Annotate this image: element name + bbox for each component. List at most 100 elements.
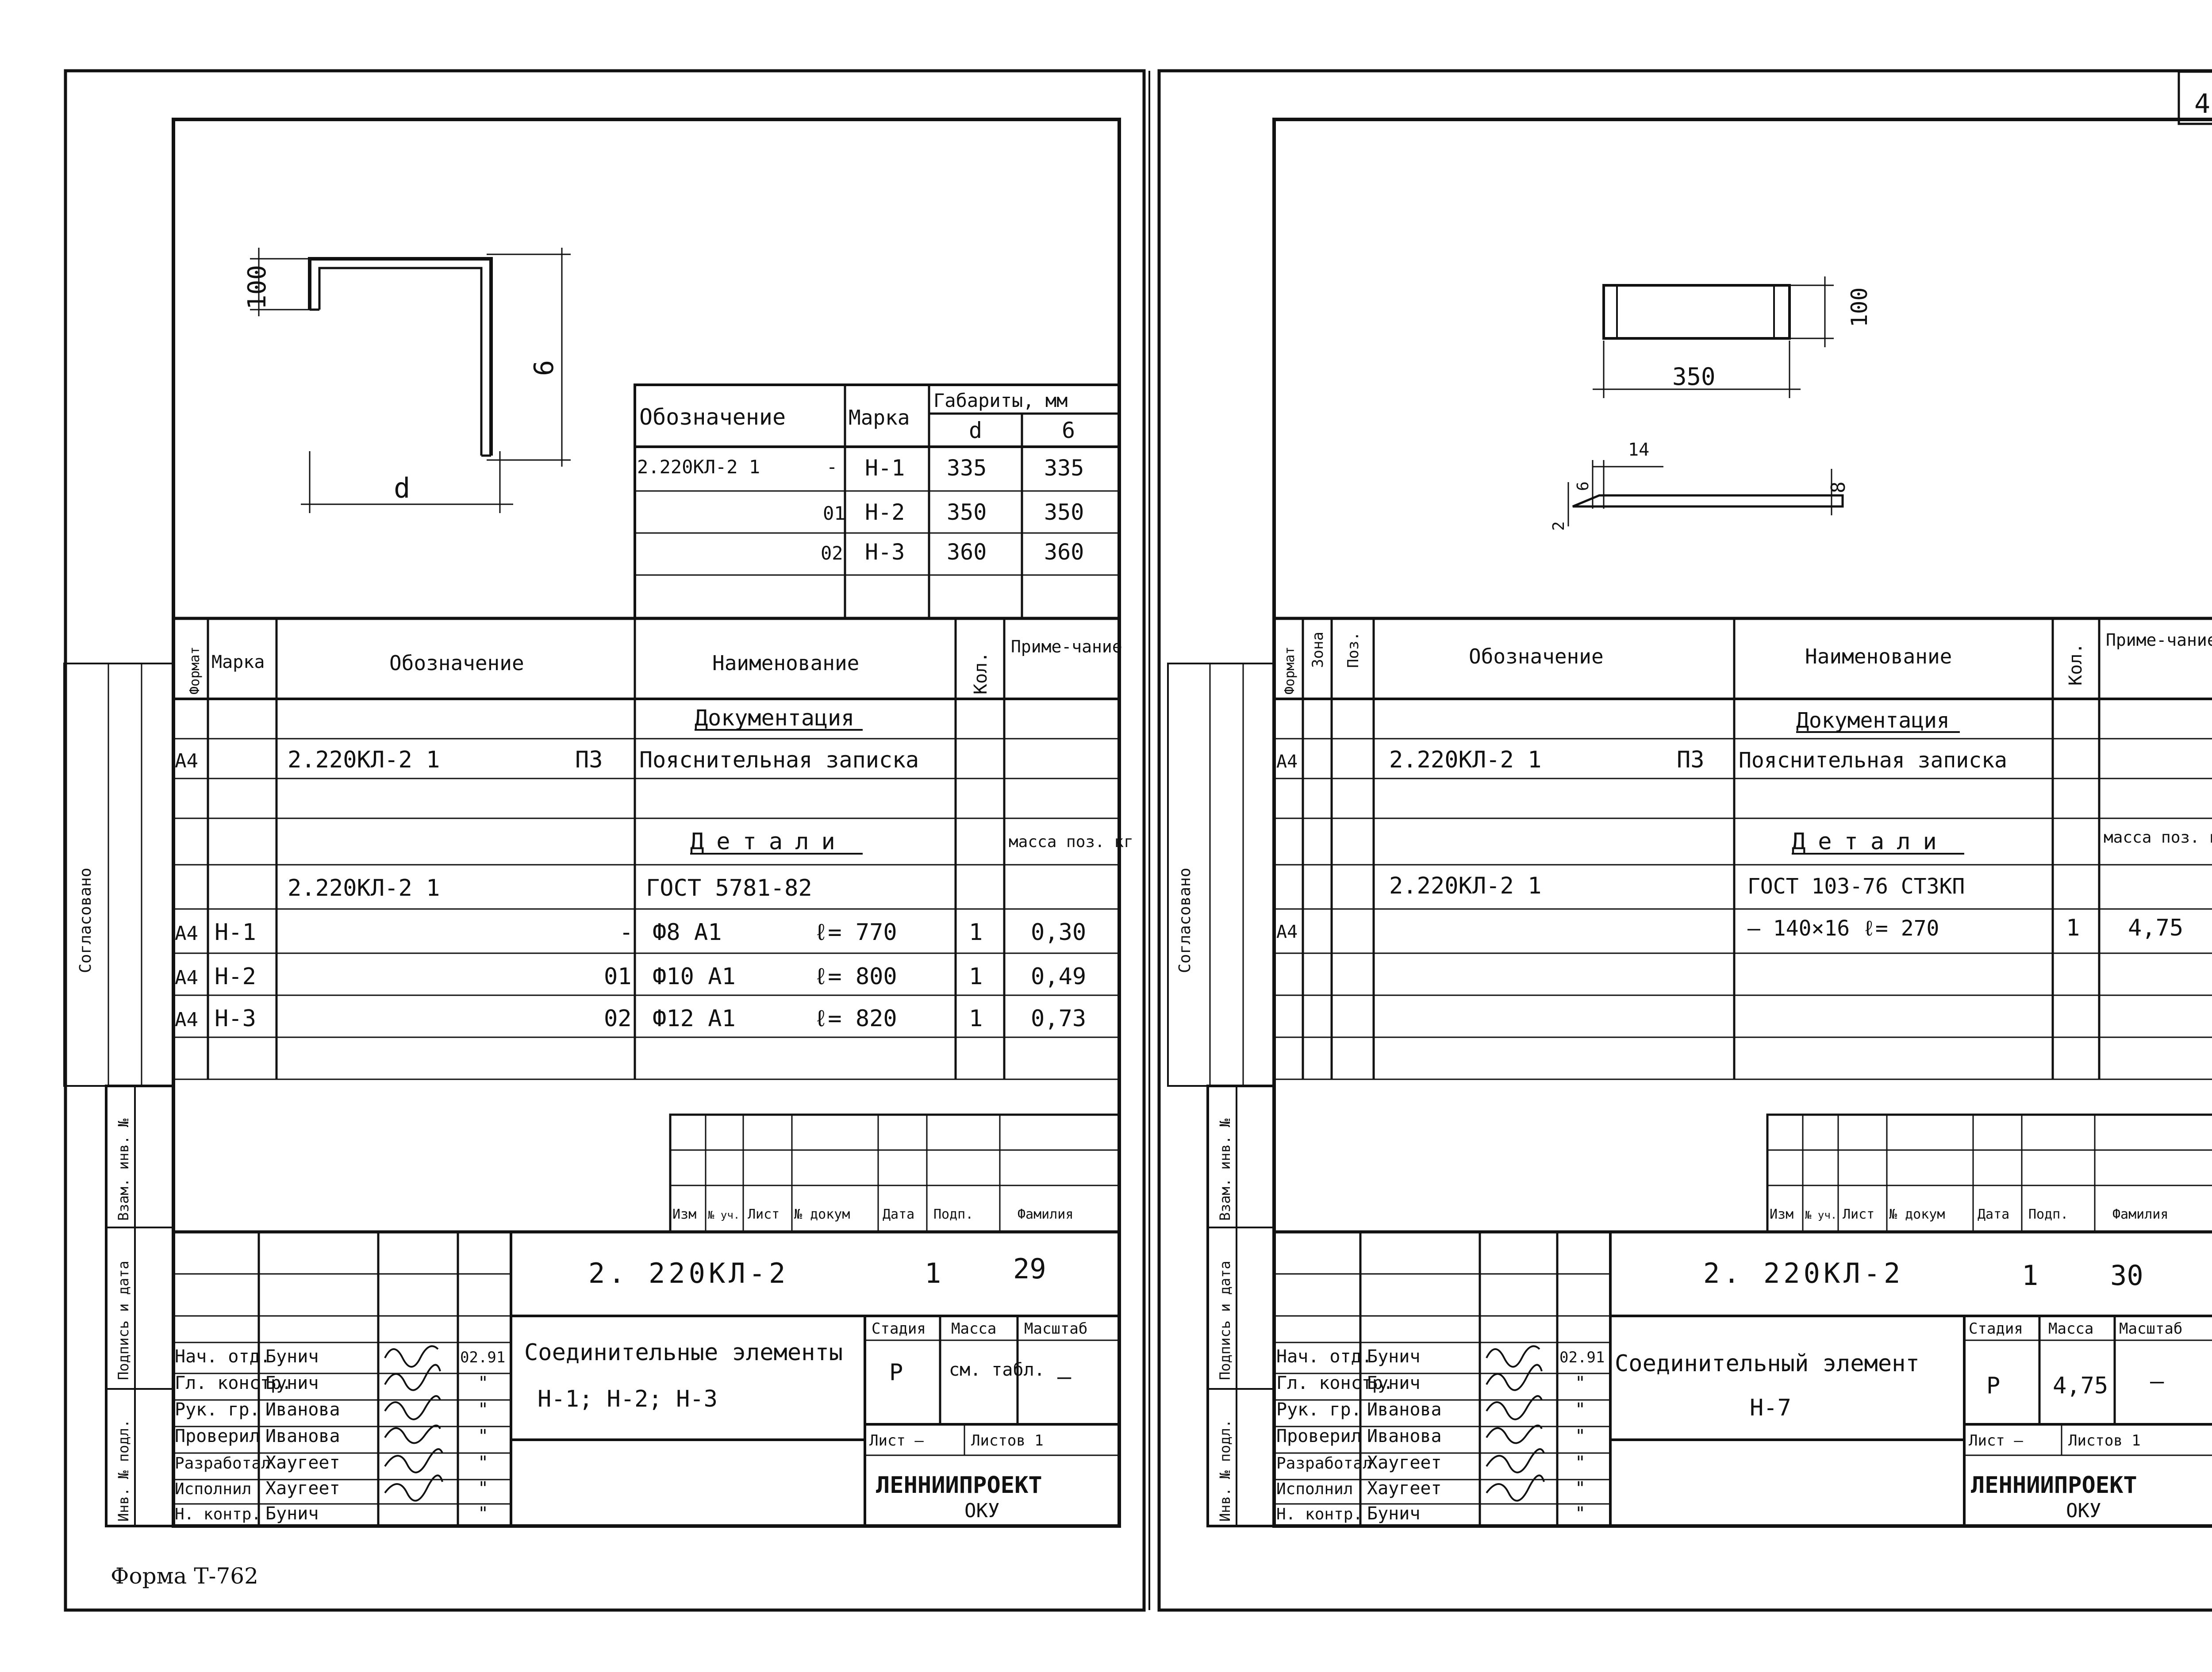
right-doc-pz: ПЗ — [1677, 747, 1705, 773]
right-org: ЛЕННИИПРОЕКТ — [1971, 1472, 2137, 1499]
left-title-block: 2. 220КЛ-2 1 29 Соединительные элементы … — [524, 1253, 1087, 1522]
right-spec-headers: Формат Зона Поз. Обозначение Наименовани… — [1282, 630, 2212, 694]
right-title-name-2: Н-7 — [1750, 1395, 1791, 1421]
left-scale-value: – — [1057, 1364, 1071, 1390]
right-mass-header: Масса — [2048, 1320, 2093, 1338]
right-spec-header-zone: Зона — [1309, 632, 1327, 668]
marks-header-dims: Габариты, мм — [933, 390, 1068, 411]
right-spec-header-qty: Кол. — [2066, 643, 2086, 686]
form-label: Форма Т-762 — [111, 1563, 258, 1589]
marks-row-3-mark: Н-3 — [865, 539, 905, 565]
left-part-2-suffix: 01 — [604, 963, 632, 990]
right-side-labels: Согласовано Взам. инв. № Подпись и дата … — [1176, 868, 1233, 1522]
left-change-h5: Подп. — [933, 1207, 973, 1222]
right-scale-header: Масштаб — [2119, 1320, 2182, 1338]
right-doc-designation: 2.220КЛ-2 1 — [1389, 747, 1541, 773]
marks-row-2-mark: Н-2 — [865, 499, 905, 525]
right-dim-2: 2 — [1550, 521, 1568, 531]
left-gost-designation: 2.220КЛ-2 1 — [288, 875, 440, 901]
left-sig-name-2: Бунич — [265, 1373, 319, 1393]
right-sig-role-5: Разработал — [1276, 1454, 1372, 1473]
left-part-2-length: ℓ= 800 — [814, 963, 897, 990]
left-doc-section: Документация — [695, 705, 854, 731]
left-spec-headers: Формат Марка Обозначение Наименование Ко… — [187, 637, 1122, 694]
right-side-agreed: Согласовано — [1176, 868, 1194, 973]
left-sig-role-3: Рук. гр. — [175, 1400, 260, 1420]
left-part-3-length: ℓ= 820 — [814, 1005, 897, 1032]
left-doc-designation: 2.220КЛ-2 1 — [288, 747, 440, 773]
right-dept: ОКУ — [2066, 1499, 2101, 1522]
right-spec-header-pos: Поз. — [1344, 632, 1362, 668]
right-change-h4: Дата — [1978, 1207, 2009, 1222]
right-change-h3: № докум — [1889, 1207, 1945, 1222]
right-sig-role-3: Рук. гр. — [1276, 1400, 1362, 1420]
left-change-h2: Лист — [748, 1207, 780, 1222]
marks-row-3-b: 360 — [1044, 539, 1084, 565]
left-sig-name-6: Хаугеет — [265, 1478, 340, 1499]
right-title-name-1: Соединительный элемент — [1615, 1350, 1920, 1377]
marks-row-1-b: 335 — [1044, 455, 1084, 481]
left-sheet-label: Лист – — [869, 1432, 924, 1450]
right-sig-name-1: Бунич — [1367, 1346, 1420, 1367]
right-gost-name: ГОСТ 103-76 СТ3КП — [1747, 874, 1965, 899]
left-side-labels: Согласовано Взам. инв. № Подпись и дата … — [77, 868, 132, 1522]
left-stage-header: Стадия — [872, 1320, 926, 1338]
marks-row-2-suffix: 01 — [823, 502, 845, 524]
dim-width-label: d — [394, 472, 410, 504]
left-change-h3: № докум — [794, 1207, 850, 1222]
right-change-h0: Изм — [1770, 1207, 1793, 1222]
left-stage-value: Р — [889, 1359, 903, 1386]
left-sig-date-6: " — [478, 1478, 488, 1499]
left-spec-header-name: Наименование — [712, 651, 859, 675]
left-part-1-qty: 1 — [969, 919, 983, 946]
left-sig-date-5: " — [478, 1453, 488, 1473]
right-sig-date-1: 02.91 — [1559, 1349, 1605, 1366]
left-part-1-name: Ф8 А1 — [653, 919, 722, 946]
left-sig-role-4: Проверил — [175, 1426, 260, 1446]
right-sig-role-7: Н. контр. — [1276, 1505, 1363, 1523]
left-sig-role-5: Разработал — [175, 1454, 271, 1473]
right-scale-value: – — [2150, 1368, 2164, 1395]
right-sig-date-7: " — [1575, 1503, 1586, 1524]
left-org: ЛЕННИИПРОЕКТ — [876, 1472, 1042, 1499]
page-number: 45 — [2194, 88, 2212, 119]
left-doc-format: А4 — [175, 750, 198, 772]
right-parts-section: Детали — [1792, 828, 1949, 855]
right-part-note: 4,75 — [2128, 915, 2183, 941]
left-sig-date-3: " — [478, 1400, 488, 1420]
left-part-3-format: А4 — [175, 1009, 198, 1031]
right-sig-date-6: " — [1575, 1478, 1586, 1499]
left-sheets-label: Листов 1 — [971, 1432, 1044, 1450]
left-spec-header-qty: Кол. — [971, 652, 991, 694]
left-part-1-suffix: - — [619, 919, 633, 946]
left-part-2-mark: Н-2 — [215, 963, 256, 990]
right-spec-header-name: Наименование — [1805, 644, 1952, 668]
left-doc-name: Пояснительная записка — [639, 747, 919, 773]
left-sig-date-1: 02.91 — [460, 1349, 505, 1366]
right-part-qty: 1 — [2066, 915, 2080, 941]
left-part-3-mark: Н-3 — [215, 1005, 256, 1032]
right-dim-14: 14 — [1628, 440, 1649, 460]
left-part-2-note: 0,49 — [1031, 963, 1086, 990]
left-dept: ОКУ — [964, 1499, 999, 1522]
left-mass-header: Масса — [951, 1320, 996, 1338]
right-sheet — [1167, 118, 2212, 1528]
marks-header-designation: Обозначение — [639, 404, 786, 430]
left-spec-header-mark: Марка — [211, 652, 265, 672]
right-sheet-label: Лист – — [1969, 1432, 2023, 1450]
right-sig-role-6: Исполнил — [1276, 1480, 1353, 1498]
left-mass-note: масса поз. кг — [1009, 833, 1133, 851]
right-stage-value: Р — [1986, 1373, 2000, 1399]
left-part-3-qty: 1 — [969, 1005, 983, 1032]
left-sig-date-4: " — [478, 1426, 488, 1446]
right-doc-name: Пояснительная записка — [1739, 748, 2007, 773]
left-sig-role-1: Нач. отд. — [175, 1346, 271, 1367]
left-sig-date-7: " — [478, 1503, 488, 1524]
left-title-name-2: Н-1; Н-2; Н-3 — [538, 1386, 718, 1412]
left-signatures: Нач. отд. Бунич 02.91 Гл. констр. Бунич … — [175, 1345, 505, 1524]
marks-row-1-mark: Н-1 — [865, 455, 905, 481]
right-title-block: 2. 220КЛ-2 1 30 Соединительный элемент Н… — [1615, 1257, 2182, 1522]
left-sig-date-2: " — [478, 1373, 488, 1393]
right-dim-length: 350 — [1672, 363, 1716, 391]
right-sig-date-3: " — [1575, 1400, 1586, 1420]
